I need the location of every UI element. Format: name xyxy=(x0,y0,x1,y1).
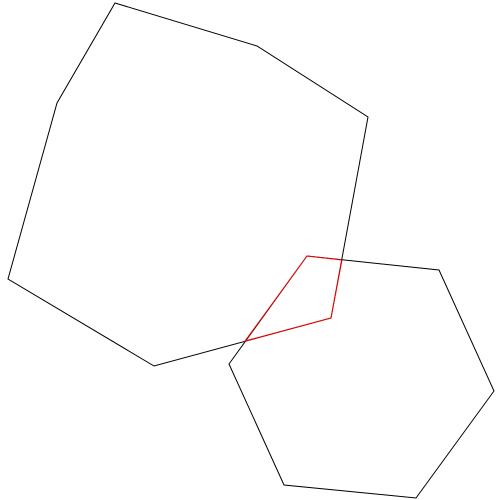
intersection-region xyxy=(243,255,343,342)
polygon-a xyxy=(7,2,369,367)
shapes-layer xyxy=(7,2,495,499)
hexagon-b xyxy=(228,255,495,499)
